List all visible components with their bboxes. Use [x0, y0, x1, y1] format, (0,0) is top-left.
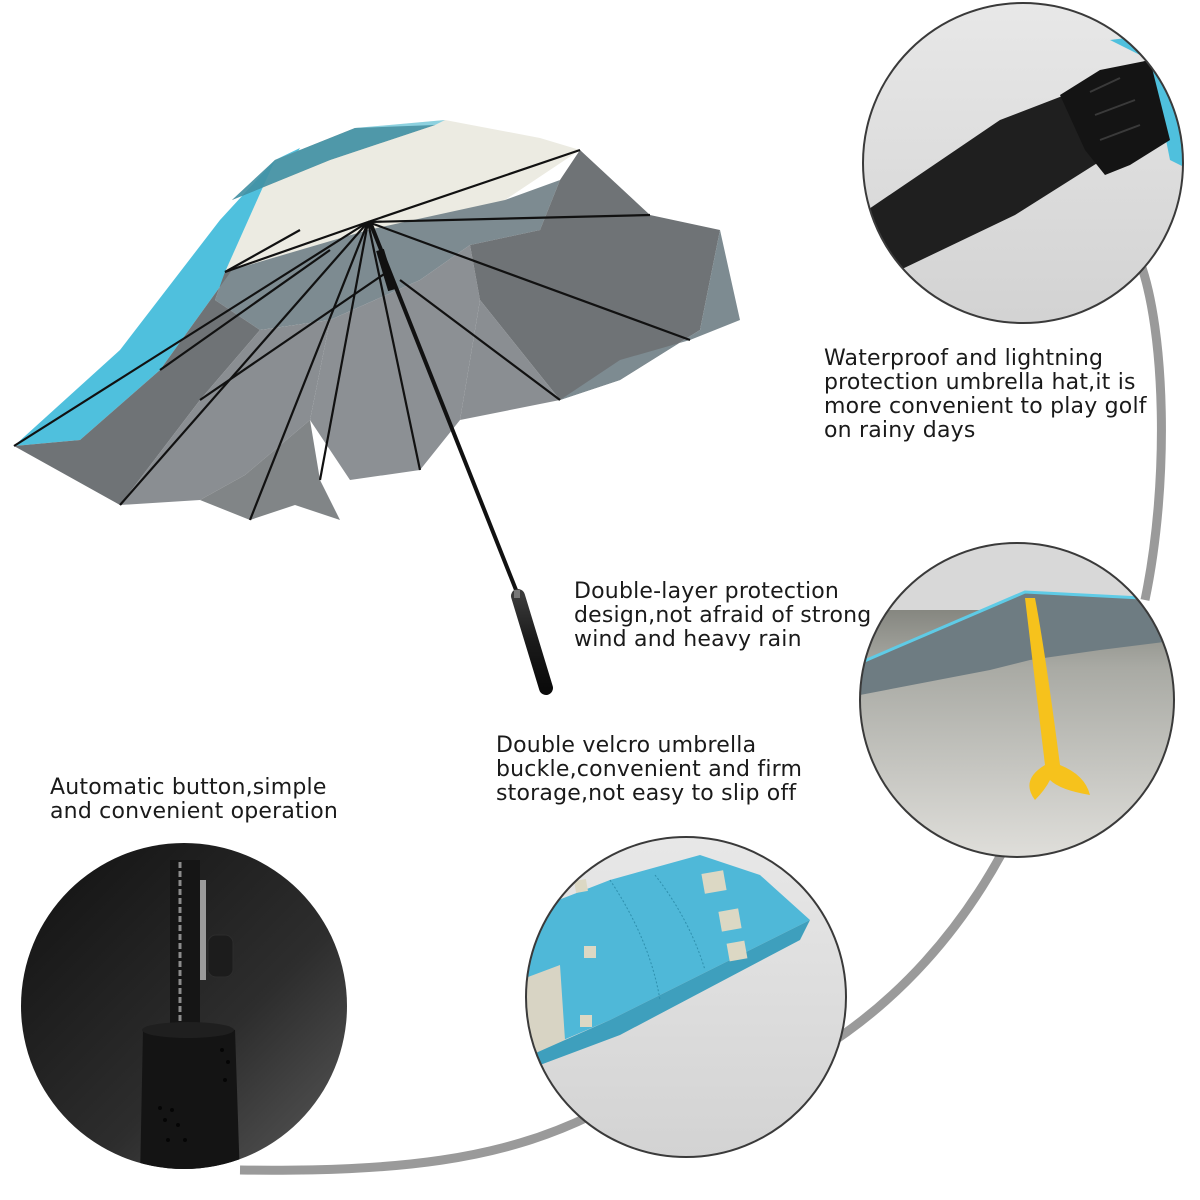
- detail-circle-handle-cap: [862, 2, 1184, 324]
- detail-circle-tip-stand: [859, 542, 1175, 858]
- umbrella-main-image: [13, 120, 740, 695]
- detail-circle-auto-button: [21, 843, 347, 1169]
- caption-automatic: Automatic button,simple and convenient o…: [50, 775, 339, 824]
- caption-waterproof: Waterproof and lightning protection umbr…: [824, 346, 1147, 443]
- detail-circle-velcro-buckle: [525, 836, 847, 1158]
- connector-line: [239, 260, 1166, 1175]
- caption-velcro: Double velcro umbrella buckle,convenient…: [496, 733, 803, 806]
- caption-double-layer: Double-layer protection design,not afrai…: [574, 579, 872, 652]
